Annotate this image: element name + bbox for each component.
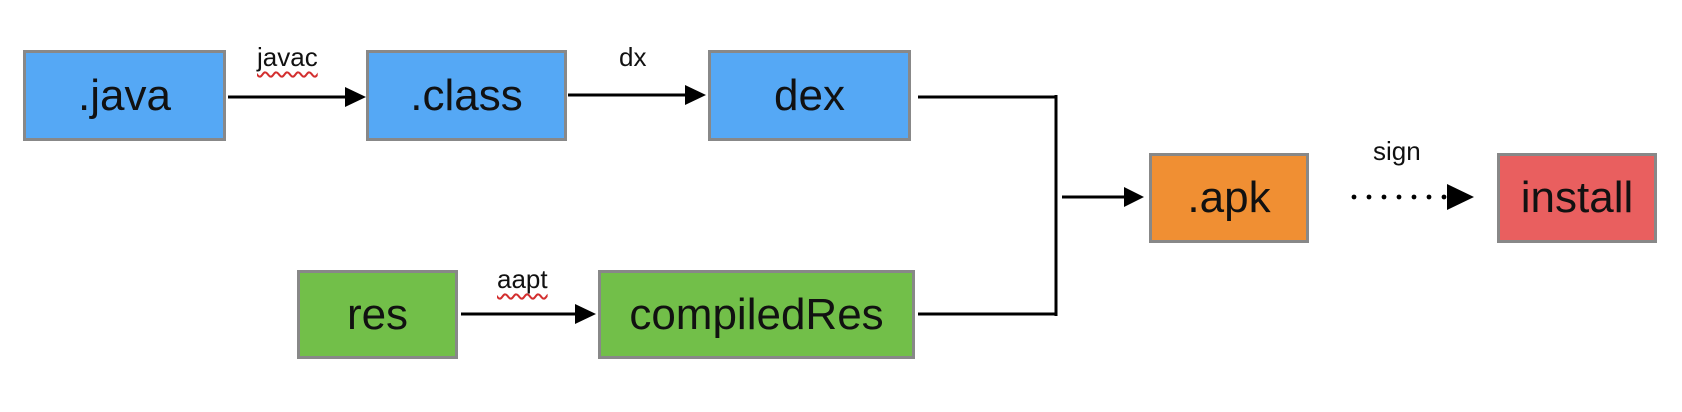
node-class: .class [366,50,567,141]
node-class-label: .class [410,70,523,120]
merge-connector [918,95,1058,316]
node-dex-label: dex [774,70,845,120]
edge-sign-dots [1351,194,1447,200]
node-java: .java [23,50,226,141]
edge-aapt [461,304,596,324]
node-java-label: .java [78,70,171,120]
edge-aapt-arrowhead [575,304,596,324]
edge-javac-label: javac [257,42,318,72]
node-res-label: res [346,289,409,339]
edge-sign-arrowhead [1447,184,1474,210]
edge-sign-label: sign [1373,136,1421,166]
edge-merge-arrowhead [1124,187,1144,207]
node-res: res [297,270,458,359]
edge-javac [228,87,366,107]
node-install-label: install [1520,173,1634,222]
edge-merge-to-apk [1062,187,1144,207]
node-install: install [1497,153,1657,243]
edge-aapt-label: aapt [497,264,548,294]
node-apk: .apk [1149,153,1309,243]
edge-dx [568,85,706,105]
node-compiledres-label: compiledRes [629,289,884,339]
node-compiledres: compiledRes [598,270,915,359]
edge-javac-arrowhead [345,87,366,107]
node-apk-label: .apk [1187,173,1271,222]
node-dex: dex [708,50,911,141]
edge-sign [1351,184,1474,210]
edge-dx-label: dx [619,42,647,72]
edge-dx-arrowhead [685,85,706,105]
